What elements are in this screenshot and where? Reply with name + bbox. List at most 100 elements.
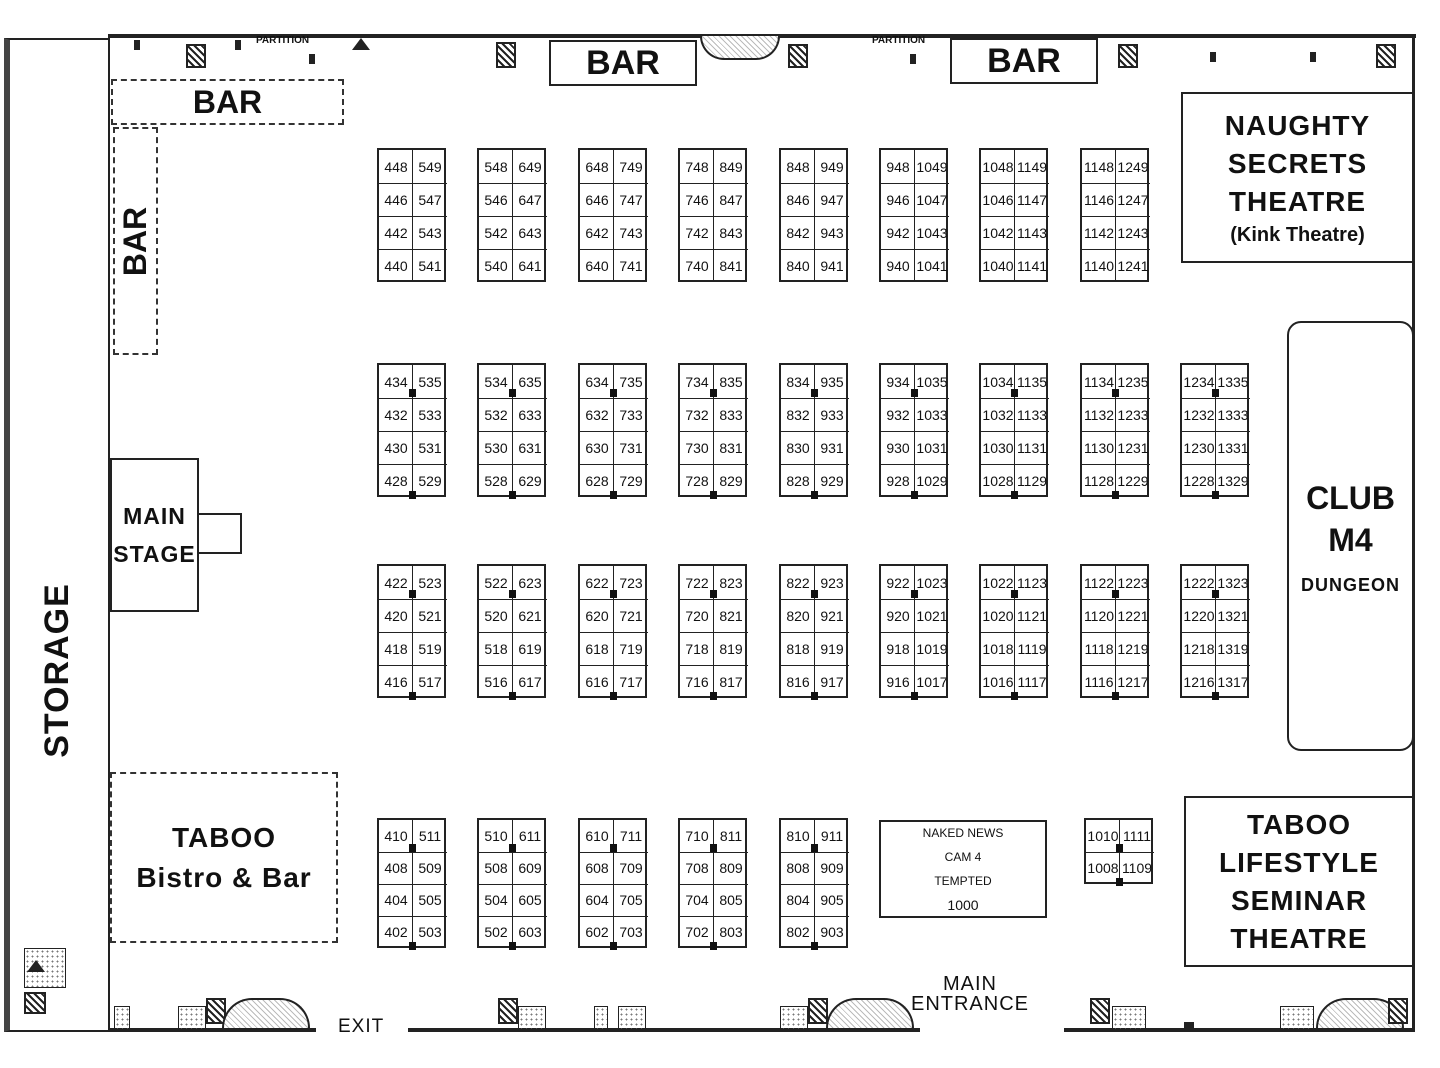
booth-1041[interactable]: 1041 <box>916 257 948 274</box>
booth-1317[interactable]: 1317 <box>1217 673 1249 690</box>
booth-717[interactable]: 717 <box>619 673 643 690</box>
booth-609[interactable]: 609 <box>513 852 547 885</box>
booth-1241[interactable]: 1241 <box>1117 257 1149 274</box>
bar-top-1[interactable]: BAR <box>549 40 697 86</box>
booth-1232[interactable]: 1232 <box>1182 398 1216 432</box>
booth-1132[interactable]: 1132 <box>1082 398 1116 432</box>
booth-822[interactable]: 822 <box>781 566 815 600</box>
booth-946[interactable]: 946 <box>881 183 915 217</box>
booth-1118[interactable]: 1118 <box>1082 632 1116 666</box>
booth-432[interactable]: 432 <box>379 398 413 432</box>
booth-608[interactable]: 608 <box>580 852 614 885</box>
booth-1234[interactable]: 1234 <box>1182 365 1216 399</box>
booth-634[interactable]: 634 <box>580 365 614 399</box>
booth-1134[interactable]: 1134 <box>1082 365 1116 399</box>
booth-705[interactable]: 705 <box>614 884 648 917</box>
booth-833[interactable]: 833 <box>714 398 748 432</box>
booth-846[interactable]: 846 <box>781 183 815 217</box>
booth-809[interactable]: 809 <box>714 852 748 885</box>
booth-921[interactable]: 921 <box>815 599 849 633</box>
booth-1229[interactable]: 1229 <box>1117 472 1149 489</box>
booth-1021[interactable]: 1021 <box>915 599 949 633</box>
booth-511[interactable]: 511 <box>413 820 447 853</box>
booth-521[interactable]: 521 <box>413 599 447 633</box>
booth-710[interactable]: 710 <box>680 820 714 853</box>
booth-849[interactable]: 849 <box>714 150 748 184</box>
booth-602[interactable]: 602 <box>585 924 609 940</box>
booth-1335[interactable]: 1335 <box>1216 365 1250 399</box>
booth-832[interactable]: 832 <box>781 398 815 432</box>
booth-1033[interactable]: 1033 <box>915 398 949 432</box>
booth-735[interactable]: 735 <box>614 365 648 399</box>
booth-830[interactable]: 830 <box>781 431 815 465</box>
naughty-secrets-theatre[interactable]: NAUGHTY SECRETS THEATRE (Kink Theatre) <box>1181 92 1414 263</box>
booth-408[interactable]: 408 <box>379 852 413 885</box>
booth-721[interactable]: 721 <box>614 599 648 633</box>
booth-549[interactable]: 549 <box>413 150 447 184</box>
booth-1149[interactable]: 1149 <box>1015 150 1049 184</box>
booth-1028[interactable]: 1028 <box>982 472 1014 489</box>
booth-805[interactable]: 805 <box>714 884 748 917</box>
booth-1217[interactable]: 1217 <box>1117 673 1149 690</box>
booth-1130[interactable]: 1130 <box>1082 431 1116 465</box>
booth-740[interactable]: 740 <box>685 257 709 274</box>
booth-940[interactable]: 940 <box>886 257 910 274</box>
booth-916[interactable]: 916 <box>886 673 910 690</box>
booth-840[interactable]: 840 <box>786 257 810 274</box>
booth-1010[interactable]: 1010 <box>1086 820 1120 853</box>
booth-1140[interactable]: 1140 <box>1083 257 1115 274</box>
booth-1034[interactable]: 1034 <box>981 365 1015 399</box>
booth-842[interactable]: 842 <box>781 216 815 250</box>
booth-732[interactable]: 732 <box>680 398 714 432</box>
booth-930[interactable]: 930 <box>881 431 915 465</box>
booth-611[interactable]: 611 <box>513 820 547 853</box>
booth-610[interactable]: 610 <box>580 820 614 853</box>
booth-711[interactable]: 711 <box>614 820 648 853</box>
booth-631[interactable]: 631 <box>513 431 547 465</box>
booth-430[interactable]: 430 <box>379 431 413 465</box>
bar-left-vertical[interactable]: BAR <box>113 127 158 355</box>
booth-1023[interactable]: 1023 <box>915 566 949 600</box>
booth-803[interactable]: 803 <box>719 924 743 940</box>
booth-440[interactable]: 440 <box>384 257 408 274</box>
booth-618[interactable]: 618 <box>580 632 614 666</box>
booth-1233[interactable]: 1233 <box>1116 398 1150 432</box>
booth-641[interactable]: 641 <box>518 257 542 274</box>
north-door[interactable] <box>700 36 780 60</box>
booth-531[interactable]: 531 <box>413 431 447 465</box>
booth-1123[interactable]: 1123 <box>1015 566 1049 600</box>
booth-909[interactable]: 909 <box>815 852 849 885</box>
booth-617[interactable]: 617 <box>518 673 542 690</box>
booth-1218[interactable]: 1218 <box>1182 632 1216 666</box>
booth-848[interactable]: 848 <box>781 150 815 184</box>
booth-543[interactable]: 543 <box>413 216 447 250</box>
booth-402[interactable]: 402 <box>384 924 408 940</box>
booth-648[interactable]: 648 <box>580 150 614 184</box>
booth-947[interactable]: 947 <box>815 183 849 217</box>
booth-932[interactable]: 932 <box>881 398 915 432</box>
booth-1231[interactable]: 1231 <box>1116 431 1150 465</box>
booth-941[interactable]: 941 <box>820 257 844 274</box>
booth-720[interactable]: 720 <box>680 599 714 633</box>
booth-817[interactable]: 817 <box>719 673 743 690</box>
booth-1120[interactable]: 1120 <box>1082 599 1116 633</box>
booth-719[interactable]: 719 <box>614 632 648 666</box>
booth-1131[interactable]: 1131 <box>1015 431 1049 465</box>
booth-520[interactable]: 520 <box>479 599 513 633</box>
booth-1042[interactable]: 1042 <box>981 216 1015 250</box>
booth-509[interactable]: 509 <box>413 852 447 885</box>
booth-522[interactable]: 522 <box>479 566 513 600</box>
booth-929[interactable]: 929 <box>820 472 844 489</box>
booth-802[interactable]: 802 <box>786 924 810 940</box>
bar-top-2[interactable]: BAR <box>950 38 1098 84</box>
booth-1235[interactable]: 1235 <box>1116 365 1150 399</box>
booth-1222[interactable]: 1222 <box>1182 566 1216 600</box>
booth-510[interactable]: 510 <box>479 820 513 853</box>
naked-news-booth[interactable]: NAKED NEWS CAM 4 TEMPTED 1000 <box>879 820 1047 918</box>
booth-516[interactable]: 516 <box>484 673 508 690</box>
booth-647[interactable]: 647 <box>513 183 547 217</box>
booth-1146[interactable]: 1146 <box>1082 183 1116 217</box>
booth-743[interactable]: 743 <box>614 216 648 250</box>
booth-730[interactable]: 730 <box>680 431 714 465</box>
booth-542[interactable]: 542 <box>479 216 513 250</box>
